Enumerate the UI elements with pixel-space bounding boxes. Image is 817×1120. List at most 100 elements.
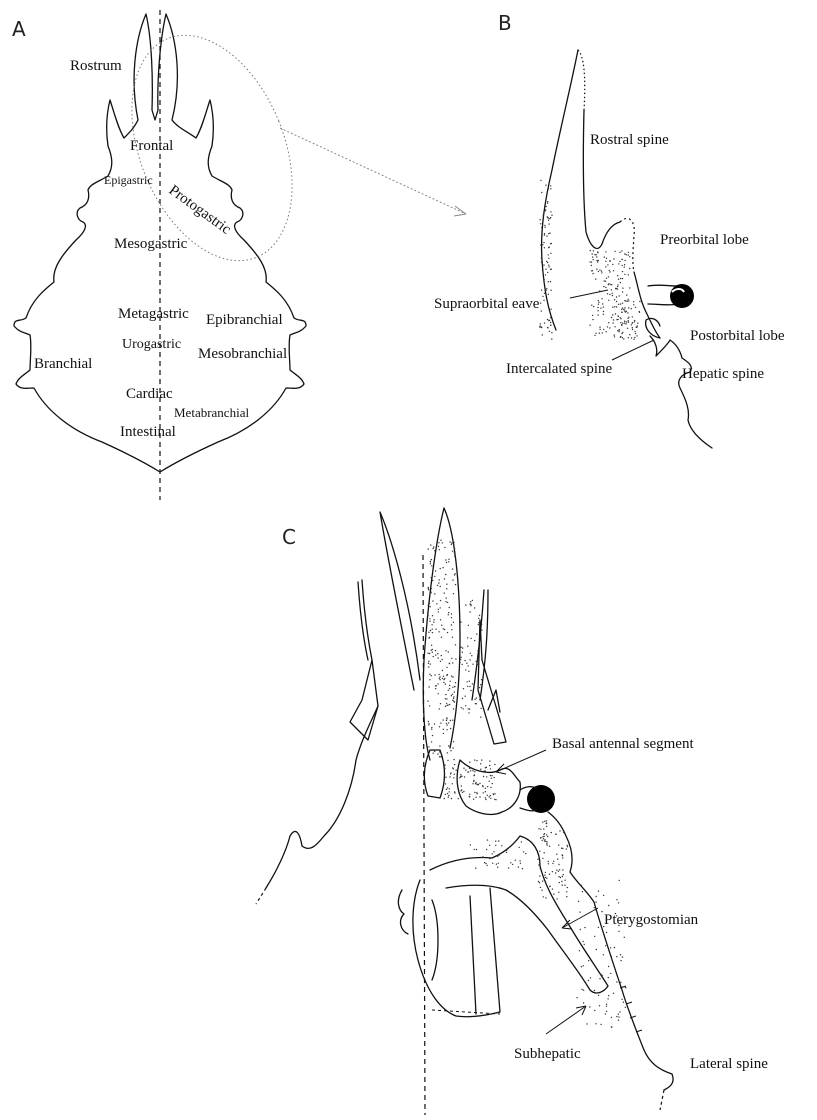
stipple-dot — [428, 721, 429, 722]
label-rostral-spine: Rostral spine — [590, 132, 669, 148]
stipple-dot — [451, 617, 452, 618]
stipple-dot — [566, 896, 567, 897]
stipple-dot — [548, 265, 549, 266]
stipple-dot — [473, 775, 474, 776]
stipple-dot — [555, 834, 556, 835]
stipple-dot — [451, 629, 452, 630]
stipple-dot — [479, 687, 480, 688]
stipple-dot — [442, 567, 443, 568]
panel-b-intercalated-spine — [650, 336, 682, 358]
label-lateral-spine: Lateral spine — [690, 1056, 768, 1072]
stipple-dot — [463, 688, 464, 689]
stipple-dot — [467, 686, 468, 687]
stipple-dot — [546, 288, 547, 289]
stipple-dot — [454, 574, 455, 575]
stipple-dot — [443, 682, 444, 683]
stipple-dot — [596, 254, 597, 255]
stipple-dot — [607, 293, 608, 294]
stipple-dot — [611, 1026, 612, 1027]
stipple-dot — [546, 844, 547, 845]
stipple-dot — [594, 907, 595, 908]
stipple-dot — [444, 629, 445, 630]
stipple-dot — [464, 776, 465, 777]
stipple-dot — [450, 728, 451, 729]
stipple-dot — [544, 247, 545, 248]
stipple-dot — [631, 308, 632, 309]
stipple-dot — [549, 886, 550, 887]
stipple-dot — [610, 284, 611, 285]
stipple-dot — [599, 290, 600, 291]
leader-intercalated-spine — [612, 340, 654, 360]
stipple-dot — [428, 686, 429, 687]
stipple-dot — [558, 892, 559, 893]
stipple-dot — [447, 632, 448, 633]
stipple-dot — [523, 851, 524, 852]
stipple-dot — [561, 848, 562, 849]
stipple-dot — [586, 1023, 587, 1024]
stipple-dot — [452, 720, 453, 721]
stipple-dot — [622, 332, 623, 333]
stipple-dot — [443, 628, 444, 629]
stipple-dot — [594, 254, 595, 255]
stipple-dot — [620, 337, 621, 338]
stipple-dot — [631, 337, 632, 338]
stipple-dot — [539, 327, 540, 328]
panel-b: B Rostral spine Preorbital lobe Supraorb… — [434, 11, 785, 448]
stipple-dot — [597, 261, 598, 262]
stipple-dot — [468, 671, 469, 672]
stipple-dot — [629, 287, 630, 288]
stipple-dot — [453, 708, 454, 709]
stipple-dot — [454, 686, 455, 687]
stipple-dot — [445, 794, 446, 795]
stipple-dot — [612, 293, 613, 294]
stipple-dot — [588, 980, 589, 981]
stipple-dot — [616, 306, 617, 307]
stipple-dot — [439, 756, 440, 757]
stipple-dot — [605, 261, 606, 262]
stipple-dot — [596, 268, 597, 269]
stipple-dot — [548, 258, 549, 259]
stipple-dot — [603, 311, 604, 312]
stipple-dot — [626, 294, 627, 295]
stipple-dot — [427, 653, 428, 654]
stipple-dot — [498, 840, 499, 841]
stipple-dot — [634, 337, 635, 338]
stipple-dot — [480, 708, 481, 709]
stipple-dot — [490, 775, 491, 776]
stipple-dot — [548, 223, 549, 224]
stipple-dot — [608, 995, 609, 996]
stipple-dot — [474, 699, 475, 700]
stipple-dot — [469, 794, 470, 795]
stipple-dot — [580, 929, 581, 930]
stipple-dot — [432, 629, 433, 630]
stipple-dot — [557, 859, 558, 860]
stipple-dot — [540, 887, 541, 888]
stipple-dot — [448, 614, 449, 615]
stipple-dot — [618, 304, 619, 305]
stipple-dot — [617, 288, 618, 289]
stipple-dot — [462, 698, 463, 699]
stipple-dot — [556, 870, 557, 871]
stipple-dot — [548, 266, 549, 267]
stipple-dot — [605, 945, 606, 946]
stipple-dot — [485, 799, 486, 800]
stipple-dot — [633, 304, 634, 305]
stipple-dot — [472, 600, 473, 601]
stipple-dot — [546, 822, 547, 823]
stipple-dot — [441, 655, 442, 656]
stipple-dot — [520, 863, 521, 864]
stipple-dot — [618, 279, 619, 280]
stipple-dot — [470, 653, 471, 654]
stipple-dot — [428, 746, 429, 747]
stipple-dot — [445, 650, 446, 651]
stipple-dot — [603, 286, 604, 287]
stipple-dot — [512, 864, 513, 865]
stipple-dot — [431, 728, 432, 729]
stipple-dot — [489, 845, 490, 846]
stipple-dot — [474, 607, 475, 608]
stipple-dot — [600, 308, 601, 309]
stipple-dot — [455, 658, 456, 659]
stipple-dot — [543, 828, 544, 829]
stipple-dot — [545, 185, 546, 186]
stipple-dot — [624, 323, 625, 324]
